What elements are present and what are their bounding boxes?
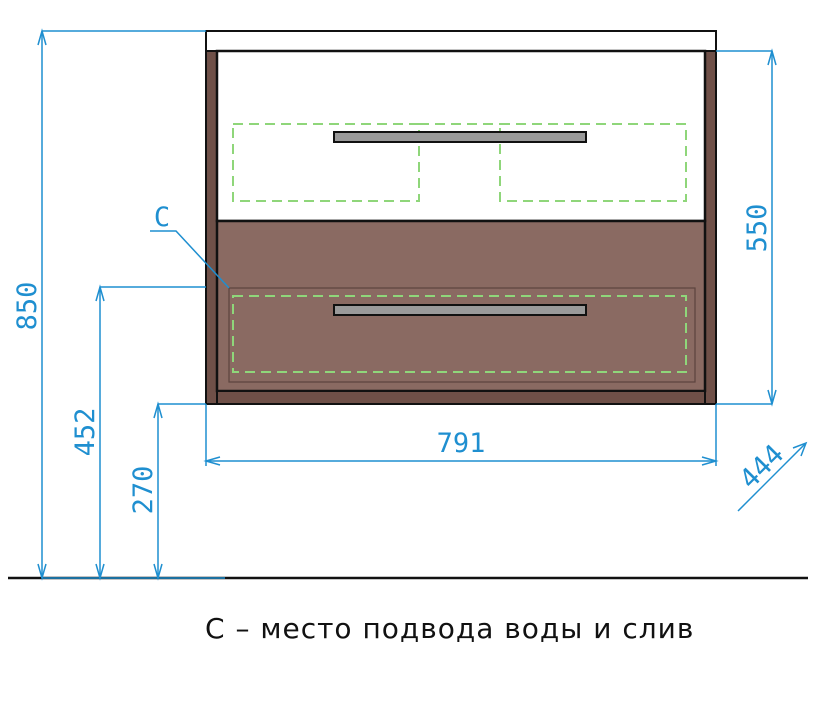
right-side-panel	[704, 50, 717, 405]
dim-791-label: 791	[437, 428, 486, 459]
dim-791-arrow-left	[203, 456, 221, 466]
dim-550-arrow-top	[767, 48, 777, 66]
marker-c-leader	[150, 230, 230, 289]
inner-drawer-panel	[228, 287, 696, 383]
hidden-box-upper-right	[499, 123, 687, 202]
lower-drawer-handle	[333, 304, 587, 316]
marker-c-label: C	[154, 202, 170, 233]
hidden-box-lower	[232, 295, 687, 373]
upper-drawer-handle	[333, 131, 587, 143]
bottom-plinth	[216, 390, 706, 405]
dim-850-arrow-top	[37, 28, 47, 46]
top-panel	[205, 30, 717, 52]
dim-270-arrow-top	[153, 401, 163, 419]
dim-452-arrow-top	[95, 284, 105, 302]
dim-444-line	[737, 442, 807, 512]
hidden-box-upper-left	[232, 123, 420, 202]
dim-444-label: 444	[734, 439, 790, 495]
dim-791-arrow-right	[701, 456, 719, 466]
dim-850-label: 850	[12, 282, 43, 331]
legend-caption: С – место подвода воды и слив	[205, 612, 695, 645]
dim-270-label: 270	[128, 466, 159, 515]
dim-444-arrow-top	[792, 441, 808, 457]
dim-452-label: 452	[70, 408, 101, 457]
dim-550-arrow-bottom	[767, 389, 777, 407]
left-side-panel	[205, 50, 218, 405]
dim-550-label: 550	[742, 204, 773, 253]
